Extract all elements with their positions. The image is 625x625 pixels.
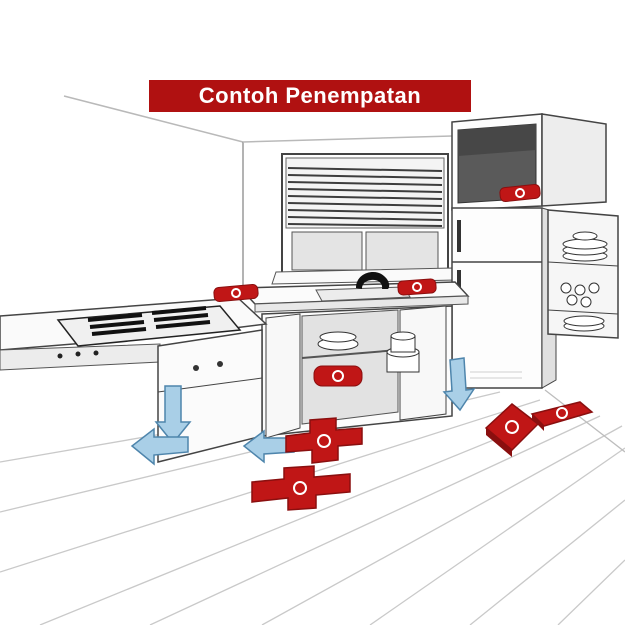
pot-stack xyxy=(386,331,420,373)
stove-knobs xyxy=(57,350,99,359)
shelf-unit xyxy=(547,209,619,339)
bait-counter-left xyxy=(213,284,259,302)
fridge-handle xyxy=(457,270,461,298)
stove-counter xyxy=(0,297,268,371)
arrow-down-fridge xyxy=(442,357,476,412)
sink xyxy=(315,286,411,302)
cabinet-door-left xyxy=(265,313,301,439)
title-banner: Contoh Penempatan xyxy=(149,80,471,112)
burner-grate-right xyxy=(151,306,211,329)
arrow-down-stove xyxy=(154,385,192,445)
wall-lines xyxy=(63,95,453,300)
drawer-knob xyxy=(217,361,223,367)
window xyxy=(271,153,457,285)
drawer-knob xyxy=(193,365,199,371)
cups xyxy=(560,282,600,308)
upper-cabinet xyxy=(451,113,607,211)
arrow-left-stove xyxy=(130,427,189,466)
bait-floor-cross-1 xyxy=(285,417,363,464)
base-cabinet-middle xyxy=(261,305,453,439)
plate-stack xyxy=(562,231,608,262)
placement-arrows xyxy=(130,357,476,466)
bait-floor-flat xyxy=(530,401,594,431)
lower-plates xyxy=(563,315,605,332)
title-text: Contoh Penempatan xyxy=(198,83,422,108)
plates-in-cabinet xyxy=(317,331,359,351)
burner-grate-left xyxy=(87,313,147,336)
bait-counter-right xyxy=(397,278,437,296)
freezer-handle xyxy=(457,220,461,252)
bait-in-cabinet xyxy=(313,365,363,387)
bait-floor-cross-2 xyxy=(251,465,351,511)
bait-upper-cabinet xyxy=(499,183,541,203)
window-blinds xyxy=(287,167,443,227)
faucet xyxy=(356,272,390,289)
